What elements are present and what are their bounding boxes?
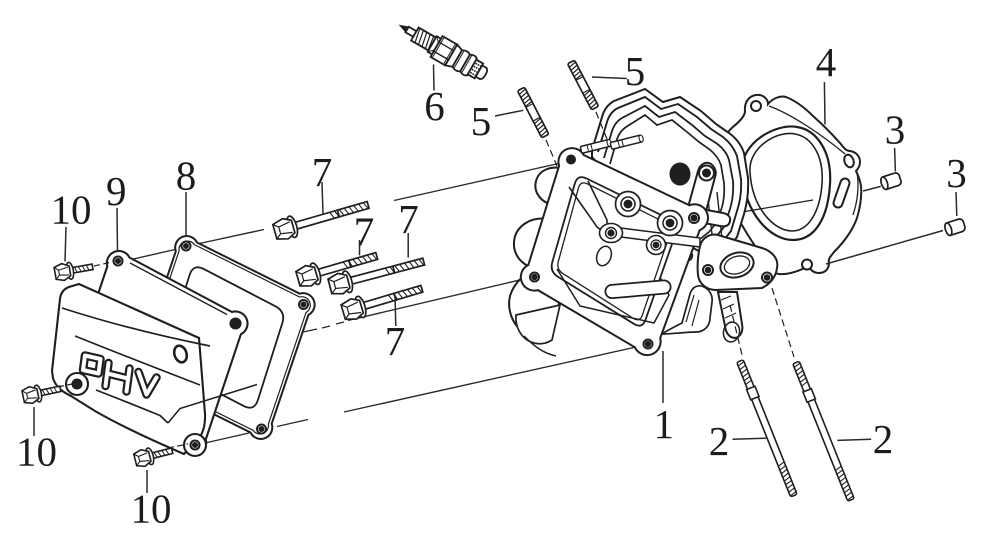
svg-text:7: 7 [398, 196, 419, 242]
svg-text:6: 6 [424, 83, 445, 129]
svg-text:5: 5 [471, 98, 492, 144]
svg-text:3: 3 [885, 107, 906, 153]
svg-text:10: 10 [131, 486, 172, 532]
svg-text:9: 9 [106, 168, 127, 214]
svg-text:4: 4 [816, 39, 837, 85]
svg-text:2: 2 [873, 416, 894, 462]
svg-text:7: 7 [312, 149, 333, 195]
svg-text:2: 2 [709, 418, 730, 464]
svg-text:8: 8 [176, 153, 197, 199]
svg-text:1: 1 [653, 401, 674, 447]
svg-text:7: 7 [385, 318, 406, 364]
svg-text:10: 10 [51, 187, 92, 233]
svg-text:7: 7 [354, 209, 375, 255]
svg-text:5: 5 [625, 48, 646, 94]
svg-text:10: 10 [16, 429, 57, 475]
svg-text:3: 3 [946, 150, 967, 196]
